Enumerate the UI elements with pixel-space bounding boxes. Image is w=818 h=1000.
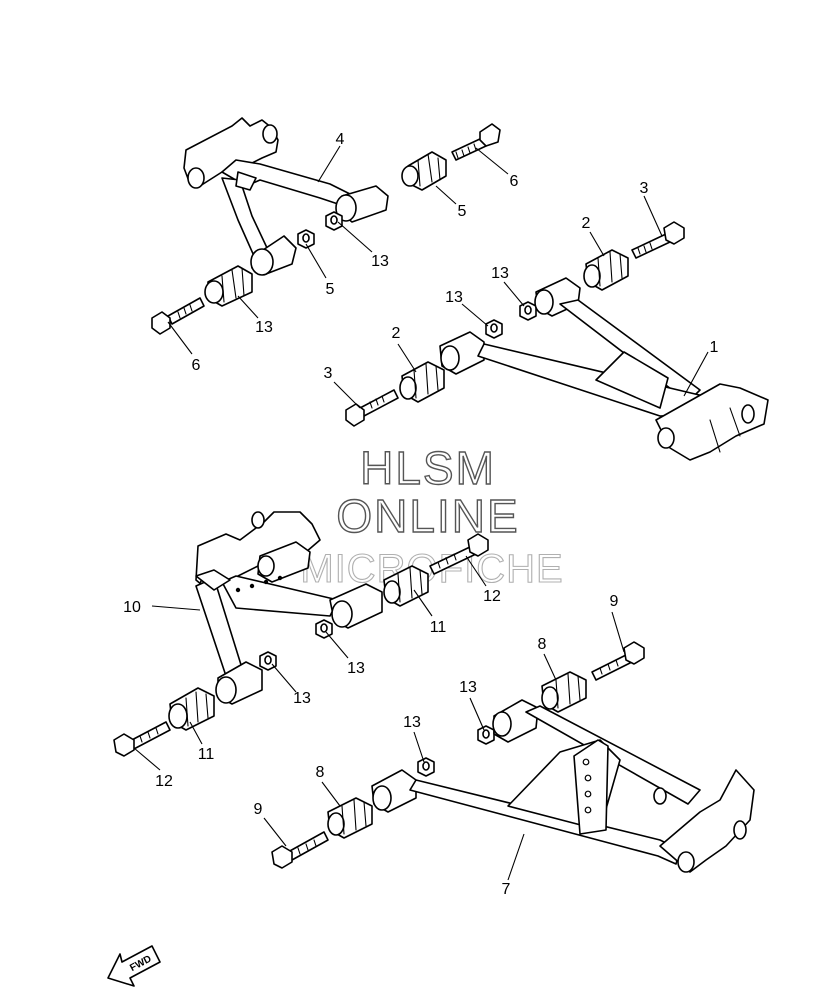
nut-13-f[interactable] [259, 651, 277, 671]
callout-9-left: 9 [254, 801, 263, 818]
callout-13-d: 13 [445, 289, 463, 306]
callout-13-b: 5 [326, 281, 335, 298]
watermark-line-2: ONLINE [336, 490, 519, 542]
callout-12-upper: 12 [483, 588, 501, 605]
bushing-11-lower[interactable] [168, 687, 215, 731]
bushing-5-lower[interactable] [204, 265, 253, 307]
callout-2-right: 2 [582, 215, 591, 232]
watermark: HLSM ONLINE MICROFICHE [300, 441, 563, 591]
bolt-6-upper[interactable] [451, 123, 501, 161]
bolt-9-right[interactable] [591, 641, 645, 681]
callout-3-left: 3 [324, 365, 333, 382]
callout-10: 10 [123, 599, 141, 616]
nut-13-c[interactable] [519, 301, 537, 321]
watermark-line-1: HLSM [360, 442, 496, 494]
callout-13-a: 13 [371, 253, 389, 270]
callout-8-right: 8 [538, 636, 547, 653]
callout-6-lower: 6 [192, 357, 201, 374]
nut-13-h[interactable] [417, 757, 435, 777]
bushing-8-right[interactable] [541, 671, 587, 713]
nut-13-e[interactable] [315, 619, 333, 639]
callout-6-upper: 6 [510, 173, 519, 190]
nut-13-g[interactable] [477, 725, 495, 745]
bushing-11-upper[interactable] [383, 565, 429, 607]
callout-8-left: 8 [316, 764, 325, 781]
callout-9-right: 9 [610, 593, 619, 610]
callout-7: 7 [502, 881, 511, 898]
callout-2-left: 2 [392, 325, 401, 342]
callout-13-c: 13 [491, 265, 509, 282]
callout-11-upper: 11 [430, 619, 447, 636]
bushing-2-left[interactable] [399, 361, 445, 403]
fwd-direction-arrow-icon: FWD [107, 945, 161, 987]
lower-arm-1[interactable] [439, 277, 769, 461]
callout-3-right: 3 [640, 180, 649, 197]
upper-arm-4[interactable] [183, 117, 389, 276]
nut-13-d[interactable] [485, 319, 503, 339]
callout-13-f: 13 [293, 690, 311, 707]
callout-13-e: 13 [347, 660, 365, 677]
bolt-12-upper[interactable] [429, 533, 489, 575]
callout-1: 1 [710, 339, 719, 356]
callout-12-lower: 12 [155, 773, 173, 790]
nut-13-a[interactable] [325, 211, 343, 231]
lower-arm-7[interactable] [371, 699, 755, 873]
bolt-9-left[interactable] [271, 831, 329, 869]
nut-13-b[interactable] [297, 229, 315, 249]
callout-labels: 4 6 5 3 2 13 13 13 5 13 6 2 1 3 12 10 11… [123, 131, 718, 898]
bolt-3-right[interactable] [631, 221, 685, 259]
upper-arm-10[interactable] [195, 511, 383, 705]
bushing-5-upper[interactable] [401, 151, 447, 191]
callout-5-upper: 5 [458, 203, 467, 220]
bolt-12-lower[interactable] [113, 721, 171, 757]
bushing-8-left[interactable] [327, 797, 373, 839]
callout-11-lower: 11 [198, 746, 215, 763]
callout-13-g: 13 [459, 679, 477, 696]
bolt-6-lower[interactable] [151, 297, 205, 335]
bushing-2-right[interactable] [583, 249, 629, 291]
callout-5-lower: 13 [255, 319, 273, 336]
callout-13-h: 13 [403, 714, 421, 731]
bolt-3-left[interactable] [345, 389, 399, 427]
callout-4: 4 [336, 131, 345, 148]
leader-lines [133, 145, 709, 881]
